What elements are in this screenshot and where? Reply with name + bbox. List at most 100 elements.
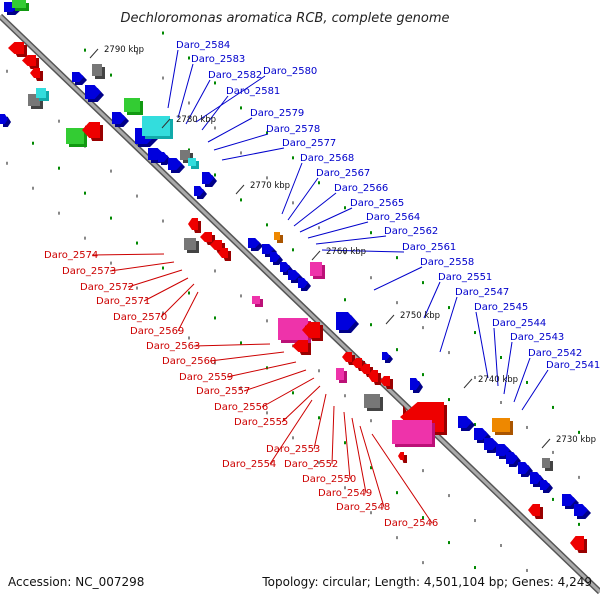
track-dot <box>422 561 424 565</box>
gene-label-lower[interactable]: Daro_2563 <box>146 341 200 352</box>
track-dot <box>110 73 112 77</box>
gene-label-upper[interactable]: Daro_2577 <box>282 138 336 149</box>
track-dot <box>188 101 190 105</box>
gene-label-upper[interactable]: Daro_2562 <box>384 226 438 237</box>
leader-line-upper <box>195 75 266 123</box>
track-dot <box>214 361 216 365</box>
gene-label-upper[interactable]: Daro_2581 <box>226 86 280 97</box>
gene-feature <box>570 536 584 550</box>
track-dot <box>500 356 502 359</box>
gene-label-upper[interactable]: Daro_2583 <box>191 54 245 65</box>
leader-line-upper <box>475 311 489 379</box>
gene-label-upper[interactable]: Daro_2547 <box>455 287 509 298</box>
gene-label-upper[interactable]: Daro_2564 <box>366 212 420 223</box>
track-dot <box>6 161 8 165</box>
gene-label-upper[interactable]: Daro_2542 <box>528 348 582 359</box>
gene-label-lower[interactable]: Daro_2559 <box>179 372 233 383</box>
track-dot <box>266 319 268 323</box>
gene-label-lower[interactable]: Daro_2552 <box>284 459 338 470</box>
gene-label-upper[interactable]: Daro_2561 <box>402 242 456 253</box>
gene-label-lower[interactable]: Daro_2573 <box>62 266 116 277</box>
gene-feature <box>540 480 550 490</box>
gene-label-lower[interactable]: Daro_2550 <box>302 474 356 485</box>
track-dot <box>526 425 528 429</box>
leader-line-lower <box>351 417 367 494</box>
track-dot <box>240 294 242 298</box>
genome-summary-text: Topology: circular; Length: 4,501,104 bp… <box>261 575 592 589</box>
gene-label-upper[interactable]: Daro_2544 <box>492 318 546 329</box>
gene-label-lower[interactable]: Daro_2555 <box>234 417 288 428</box>
gene-label-upper[interactable]: Daro_2567 <box>316 168 370 179</box>
gene-feature <box>30 68 40 78</box>
gene-feature <box>22 55 36 66</box>
gene-label-lower[interactable]: Daro_2572 <box>80 282 134 293</box>
leader-line-lower <box>313 393 327 450</box>
gene-feature <box>518 462 530 474</box>
track-dot <box>552 405 554 409</box>
track-dot <box>240 386 242 390</box>
gene-feature <box>200 232 212 242</box>
track-dot <box>214 316 216 320</box>
gene-label-lower[interactable]: Daro_2560 <box>162 356 216 367</box>
track-dot <box>188 56 190 60</box>
leader-line-lower <box>193 343 271 347</box>
track-dot <box>474 376 476 380</box>
track-dot <box>136 241 138 245</box>
gene-feature <box>280 262 290 272</box>
gene-label-upper[interactable]: Daro_2580 <box>263 66 317 77</box>
label-leader-lines <box>91 49 549 524</box>
gene-label-upper[interactable]: Daro_2543 <box>510 332 564 343</box>
gene-label-upper[interactable]: Daro_2545 <box>474 302 528 313</box>
gene-label-lower[interactable]: Daro_2571 <box>96 296 150 307</box>
track-dot <box>292 391 294 395</box>
gene-label-upper[interactable]: Daro_2582 <box>208 70 262 81</box>
track-dot <box>240 106 242 110</box>
track-dot <box>500 401 502 404</box>
gene-label-lower[interactable]: Daro_2574 <box>44 250 98 261</box>
gene-label-lower[interactable]: Daro_2569 <box>130 326 184 337</box>
gene-feature <box>278 318 308 340</box>
gene-feature <box>392 420 432 444</box>
gene-label-upper[interactable]: Daro_2584 <box>176 40 230 51</box>
gene-label-lower[interactable]: Daro_2548 <box>336 502 390 513</box>
gene-label-lower[interactable]: Daro_2546 <box>384 518 438 529</box>
gene-label-upper[interactable]: Daro_2578 <box>266 124 320 135</box>
gene-label-lower[interactable]: Daro_2553 <box>266 444 320 455</box>
track-dot <box>6 69 8 73</box>
gene-feature <box>248 238 260 248</box>
gene-label-upper[interactable]: Daro_2551 <box>438 272 492 283</box>
gene-label-upper[interactable]: Daro_2579 <box>250 108 304 119</box>
scale-label: 2780 kbp <box>176 115 216 125</box>
leader-line-lower <box>127 269 183 288</box>
gene-label-upper[interactable]: Daro_2566 <box>334 183 388 194</box>
leader-line-upper <box>315 235 387 245</box>
gene-label-lower[interactable]: Daro_2557 <box>196 386 250 397</box>
track-dot <box>162 76 164 80</box>
gene-label-upper[interactable]: Daro_2565 <box>350 198 404 209</box>
track-dot <box>552 497 554 501</box>
leader-line-upper <box>503 341 513 395</box>
track-dot <box>474 423 476 427</box>
leader-line-upper <box>493 327 499 387</box>
leader-line-lower <box>109 261 175 272</box>
track-dot <box>188 291 190 295</box>
track-dot <box>344 486 346 490</box>
track-dot <box>188 148 190 152</box>
track-dot <box>318 461 320 465</box>
gene-label-upper[interactable]: Daro_2541 <box>546 360 600 371</box>
gene-label-upper[interactable]: Daro_2558 <box>420 257 474 268</box>
gene-feature <box>342 352 352 362</box>
gene-label-lower[interactable]: Daro_2556 <box>214 402 268 413</box>
track-dot <box>58 211 60 215</box>
gene-feature <box>288 270 300 280</box>
gene-label-lower[interactable]: Daro_2570 <box>113 312 167 323</box>
gene-label-lower[interactable]: Daro_2549 <box>318 488 372 499</box>
leader-line-upper <box>423 281 441 319</box>
leader-line-upper <box>513 357 531 403</box>
gene-label-upper[interactable]: Daro_2568 <box>300 153 354 164</box>
track-dot <box>266 223 268 227</box>
scale-label: 2760 kbp <box>326 247 366 257</box>
gene-label-lower[interactable]: Daro_2554 <box>222 459 276 470</box>
track-dot <box>110 261 112 265</box>
